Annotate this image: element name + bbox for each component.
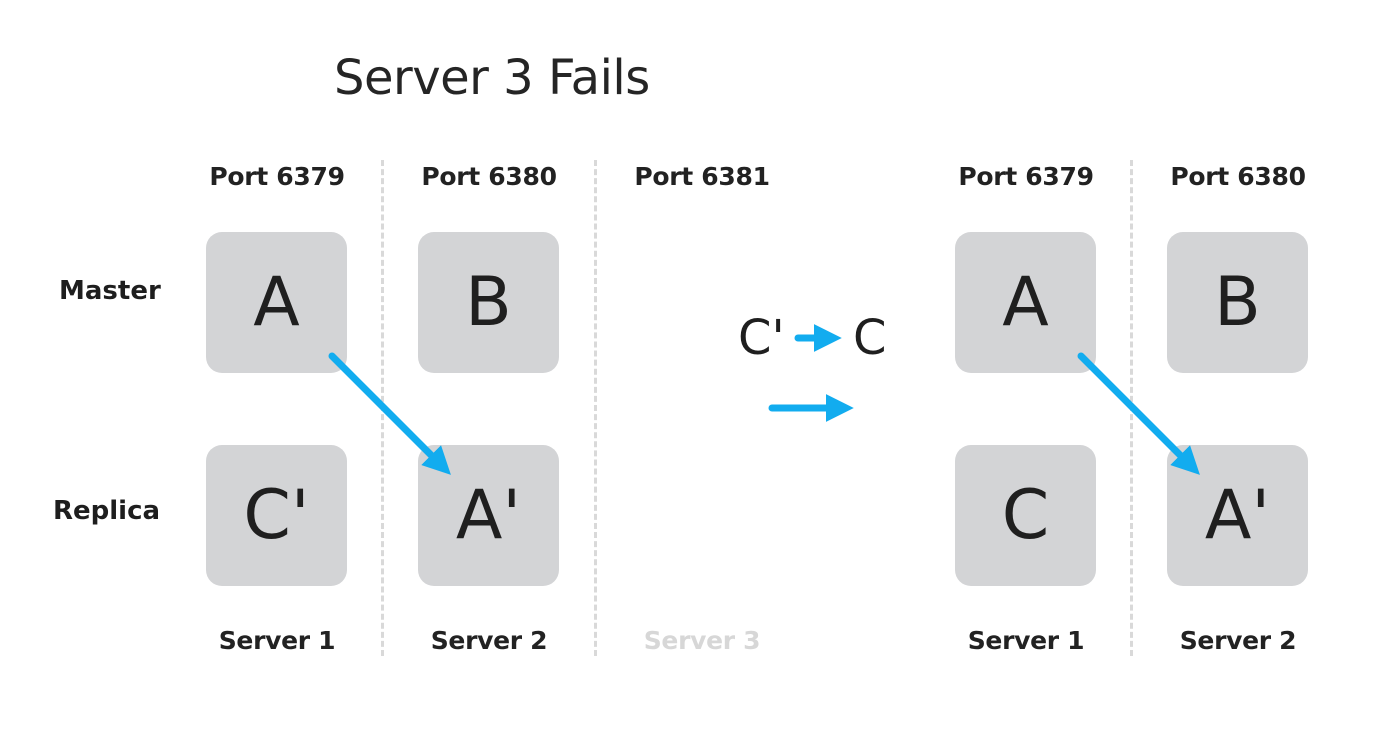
after-master-box-server1: A (955, 232, 1096, 373)
after-port-server2: Port 6380 (1170, 162, 1306, 191)
before-server-label-2: Server 2 (430, 626, 548, 655)
before-port-server1: Port 6379 (209, 162, 345, 191)
before-replication-arrow (328, 352, 451, 475)
before-master-label-server2: B (465, 262, 512, 342)
after-replica-box-server1: C (955, 445, 1096, 586)
after-master-label-server2: B (1214, 262, 1261, 342)
before-server-label-1: Server 1 (218, 626, 336, 655)
promotion-from-label: C' (738, 310, 785, 366)
before-master-box-server2: B (418, 232, 559, 373)
before-replica-label-server2: A' (455, 475, 522, 555)
before-server-label-3-failed: Server 3 (643, 626, 761, 655)
diagram-title: Server 3 Fails (334, 50, 650, 106)
before-port-server2: Port 6380 (421, 162, 557, 191)
after-replica-label-server1: C (1001, 475, 1050, 555)
promotion-to-label: C (853, 310, 887, 366)
after-port-server1: Port 6379 (958, 162, 1094, 191)
before-divider-2 (594, 160, 597, 656)
after-server-label-2: Server 2 (1179, 626, 1297, 655)
after-server-label-1: Server 1 (967, 626, 1085, 655)
after-replica-label-server2: A' (1204, 475, 1271, 555)
after-master-box-server2: B (1167, 232, 1308, 373)
before-replica-label-server1: C' (243, 475, 310, 555)
before-master-label-server1: A (253, 262, 300, 342)
before-port-server3: Port 6381 (634, 162, 770, 191)
before-master-box-server1: A (206, 232, 347, 373)
row-label-replica: Replica (53, 496, 161, 526)
after-master-label-server1: A (1002, 262, 1049, 342)
row-label-master: Master (59, 276, 161, 306)
before-replica-box-server1: C' (206, 445, 347, 586)
after-replication-arrow (1077, 352, 1200, 475)
